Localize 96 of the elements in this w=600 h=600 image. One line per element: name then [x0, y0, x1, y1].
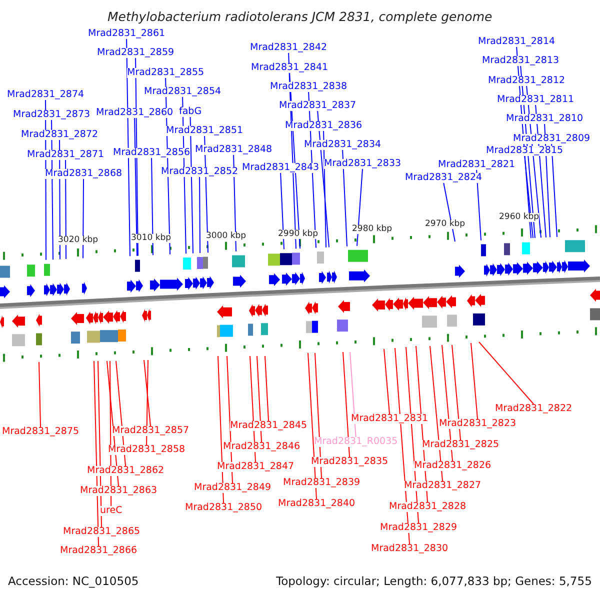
gene-label: Mrad2831_2812: [488, 76, 566, 86]
gene-label: Mrad2831_2824: [405, 173, 482, 182]
gene-label: Mrad2831_R0035: [314, 437, 398, 446]
gene-label: Mrad2831_2821: [438, 160, 516, 170]
gene-label: Mrad2831_2865: [63, 527, 140, 536]
gene-label: Mrad2831_2873: [13, 110, 90, 120]
gene-label: Mrad2831_2840: [278, 499, 356, 508]
axis-tick-label: 3010 kbp: [131, 234, 172, 242]
map-title: Methylobacterium radiotolerans JCM 2831, complete genome: [108, 11, 492, 24]
gene-label: Mrad2831_2861: [88, 29, 166, 38]
gene-label: Mrad2831_2815: [486, 146, 564, 156]
gene-label: Mrad2831_2868: [45, 169, 122, 178]
leader-line: [342, 149, 348, 247]
gene-label: Mrad2831_2866: [60, 546, 138, 556]
leader-line: [308, 352, 318, 500]
gene-label: Mrad2831_2874: [7, 90, 84, 100]
leader-line: [544, 123, 550, 238]
gene-label: Mrad2831_2860: [96, 108, 174, 118]
gene-label: Mrad2831_2833: [324, 159, 402, 168]
axis-tick-label: 3020 kbp: [58, 236, 98, 244]
gene-label: Mrad2831_2831: [351, 414, 428, 424]
gene-label: Mrad2831_2810: [506, 114, 584, 124]
gene-label: Mrad2831_2849: [194, 483, 272, 492]
axis-tick-label: 2960 kbp: [499, 213, 540, 222]
gene-label: Mrad2831_2851: [166, 126, 244, 136]
gene-label: Mrad2831_2863: [80, 486, 158, 496]
gene-label: Mrad2831_2850: [185, 503, 262, 512]
gene-label: Mrad2831_2857: [112, 426, 190, 436]
gene-label: Mrad2831_2809: [513, 134, 590, 144]
leader-line: [356, 168, 364, 246]
gene-label: Mrad2831_2845: [230, 421, 308, 430]
gene-label: Mrad2831_2835: [311, 457, 388, 466]
leader-line: [470, 342, 478, 420]
gene-label: Mrad2831_2838: [270, 82, 348, 92]
genome-summary-note: Topology: circular; Length: 6,077,833 bp; Genes: 5,755: [276, 576, 592, 588]
gene-label: Mrad2831_2828: [389, 502, 466, 512]
gene-label: Mrad2831_2852: [161, 167, 238, 176]
gene-label: Mrad2831_2822: [495, 404, 572, 414]
leader-line: [256, 356, 262, 442]
gene-label: Mrad2831_2827: [404, 481, 482, 490]
gene-label: Mrad2831_2814: [478, 37, 556, 46]
axis-tick-label: 2970 kbp: [425, 220, 466, 228]
leader-line: [264, 356, 270, 422]
leader-line: [478, 342, 534, 404]
leader-line: [280, 172, 284, 250]
gene-label: Mrad2831_2823: [439, 419, 516, 428]
leader-line: [126, 38, 130, 257]
gene-label: Mrad2831_2859: [97, 48, 174, 58]
gene-label: Mrad2831_2862: [87, 466, 164, 476]
gene-label: Mrad2831_2841: [251, 63, 328, 72]
gene-label: Mrad2831_2855: [127, 68, 204, 78]
leader-line: [384, 348, 390, 414]
leader-line: [38, 362, 42, 428]
gene-label: Mrad2831_2825: [422, 440, 500, 450]
gene-label: Mrad2831_2839: [283, 478, 360, 488]
leader-line: [317, 110, 330, 248]
gene-label: Mrad2831_2872: [21, 130, 98, 140]
gene-label: Mrad2831_2837: [279, 101, 356, 110]
gene-label: Mrad2831_2875: [2, 427, 80, 436]
accession-note: Accession: NC_010505: [8, 576, 139, 588]
gene-label: Mrad2831_2854: [144, 87, 222, 96]
leader-line: [82, 178, 84, 259]
leader-line: [452, 344, 462, 440]
leader-line: [443, 182, 456, 242]
gene-label: Mrad2831_2871: [27, 150, 104, 160]
gene-label: Mrad2831_2811: [497, 95, 574, 104]
axis-tick-label: 3000 kbp: [206, 232, 246, 240]
gene-label: Mrad2831_2830: [371, 544, 448, 554]
gene-label: Mrad2831_2813: [482, 56, 560, 66]
leader-line: [146, 360, 148, 446]
leader-line: [551, 143, 558, 238]
leader-line: [342, 352, 350, 458]
leader-line: [218, 356, 224, 504]
gene-label: Mrad2831_2856: [113, 148, 190, 158]
leader-line: [350, 352, 356, 438]
gene-label: Mrad2831_2843: [242, 163, 320, 172]
gene-label: Mrad2831_2848: [195, 145, 272, 154]
gene-label: ureC: [100, 506, 122, 516]
leader-line: [144, 360, 152, 426]
gene-label: Mrad2831_2858: [108, 445, 186, 454]
gene-label: Mrad2831_2847: [217, 462, 294, 472]
leader-line: [323, 130, 326, 248]
leader-line: [476, 169, 482, 241]
gene-label: Mrad2831_2834: [304, 140, 382, 150]
gene-label: Mrad2831_2846: [223, 442, 300, 452]
gene-label: Mrad2831_2829: [380, 523, 458, 532]
leader-line: [524, 155, 534, 239]
gene-label: fabG: [179, 107, 202, 116]
axis-tick-label: 2980 kbp: [352, 225, 392, 234]
leader-line: [151, 157, 154, 256]
gene-label: Mrad2831_2836: [285, 121, 362, 130]
leader-line: [134, 117, 138, 256]
axis-tick-label: 2990 kbp: [278, 230, 318, 238]
leader-line: [199, 176, 200, 254]
gene-label: Mrad2831_2842: [250, 43, 328, 52]
gene-label: Mrad2831_2826: [414, 461, 492, 470]
